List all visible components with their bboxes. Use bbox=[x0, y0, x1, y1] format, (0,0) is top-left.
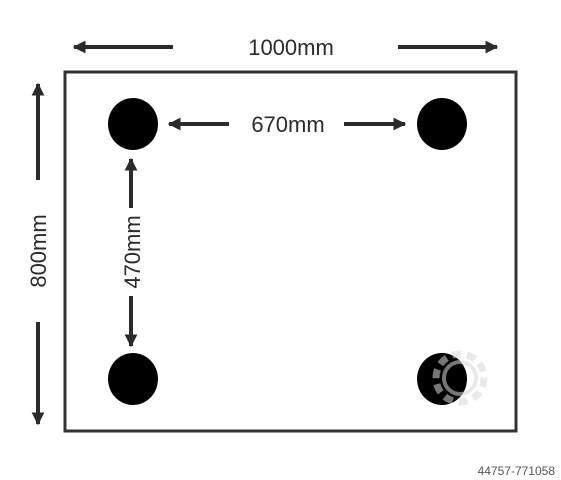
width-dimension-label: 1000mm bbox=[248, 35, 334, 60]
hole-spacing-horizontal-label: 670mm bbox=[251, 112, 324, 137]
gear-watermark-icon bbox=[432, 350, 488, 406]
mounting-hole-bottom-left bbox=[108, 353, 158, 405]
hole-spacing-vertical-label: 470mm bbox=[120, 215, 145, 288]
height-dimension-label: 800mm bbox=[26, 214, 51, 287]
reference-id: 44757-771058 bbox=[477, 464, 555, 478]
mounting-hole-top-left bbox=[108, 98, 158, 150]
mounting-hole-top-right bbox=[417, 98, 467, 150]
